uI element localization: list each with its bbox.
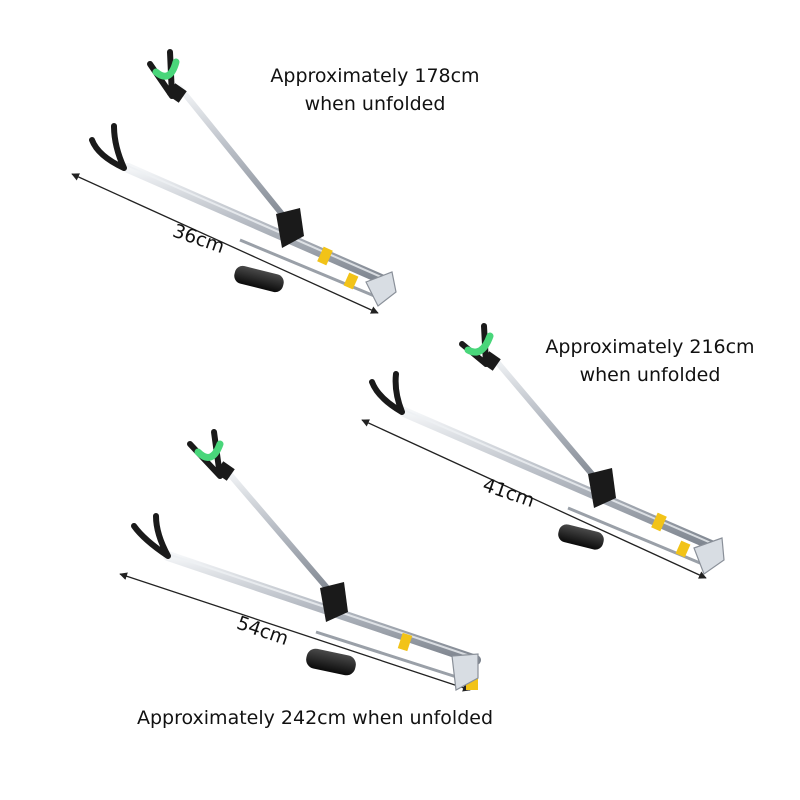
dimension-arrow-3: [119, 572, 471, 692]
dimension-arrow-1: [71, 173, 379, 314]
caption-line: Approximately 216cm: [545, 336, 755, 358]
unfolded-length-caption-1: Approximately 178cm when unfolded: [230, 62, 520, 118]
unfolded-length-caption-3: Approximately 242cm when unfolded: [80, 704, 550, 732]
caption-line: when unfolded: [304, 93, 446, 115]
rod-holder-1: [71, 49, 397, 314]
rod-holder-3: [119, 429, 481, 692]
caption-line: when unfolded: [579, 364, 721, 386]
unfolded-length-caption-2: Approximately 216cm when unfolded: [520, 333, 780, 389]
caption-line: Approximately 242cm when unfolded: [136, 707, 494, 729]
rod-holder-2: [361, 323, 725, 579]
dimension-arrow-2: [361, 419, 707, 579]
caption-line: Approximately 178cm: [270, 65, 480, 87]
